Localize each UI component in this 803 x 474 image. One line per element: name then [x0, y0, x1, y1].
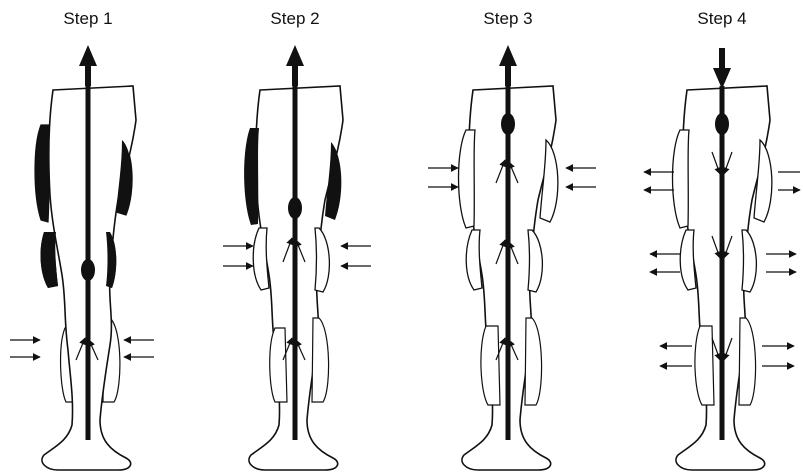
- knee-bladder-right-s4: [742, 230, 756, 292]
- knee-bladder-right-s3: [528, 230, 542, 292]
- leg-step-1: [10, 45, 154, 470]
- calf-bladder-left-s3: [481, 326, 500, 405]
- calf-bladder-left-s2: [270, 328, 287, 402]
- calf-bladder-left-s4: [695, 326, 714, 405]
- thigh-bladder-left-s4: [673, 130, 690, 228]
- calf-bladder-right-s3: [525, 318, 542, 405]
- leg-step-2: [223, 45, 371, 470]
- knee-bladder-right-s2: [315, 228, 329, 292]
- flow-up-arrow-s1: [79, 45, 97, 86]
- knee-bladder-left-s2: [253, 228, 269, 290]
- flow-up-arrow-s3: [499, 45, 517, 86]
- calf-bladder-right-s4: [739, 318, 756, 405]
- calf-bladder-right-s2: [312, 318, 329, 402]
- thigh-bladder-left-s2: [244, 128, 259, 225]
- flow-up-arrow-s2: [286, 45, 304, 86]
- thigh-bladder-left-s3: [459, 130, 476, 228]
- leg-step-3: [428, 45, 596, 470]
- leg-step-4: [644, 48, 800, 470]
- knee-bladder-left-s4: [680, 230, 696, 290]
- knee-bladder-left-s3: [466, 230, 482, 290]
- flow-down-arrow-s4: [713, 48, 731, 89]
